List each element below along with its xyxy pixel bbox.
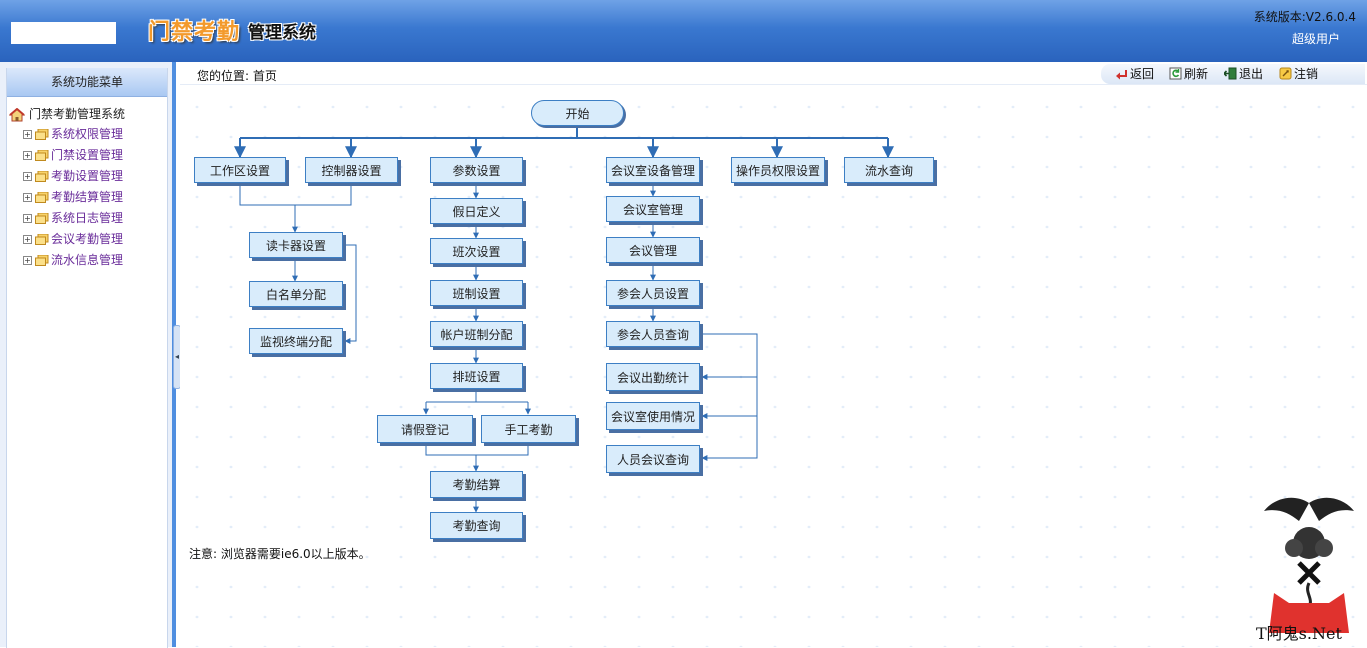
flow-node-room-device[interactable]: 会议室设备管理 <box>606 157 700 183</box>
back-arrow-icon <box>1116 70 1127 80</box>
flow-node-monitor[interactable]: 监视终端分配 <box>249 328 343 354</box>
watermark-text: T阿鬼s.Net <box>1256 624 1342 643</box>
exit-icon <box>1224 67 1237 80</box>
app-subtitle: 管理系统 <box>248 23 316 43</box>
folder-icon <box>35 234 49 245</box>
expand-icon[interactable]: + <box>23 151 32 160</box>
logout-label: 注销 <box>1294 67 1319 81</box>
flow-node-room-mgmt[interactable]: 会议室管理 <box>606 196 700 222</box>
menu-item-system-permission[interactable]: + 系统权限管理 <box>23 124 167 145</box>
breadcrumb: 您的位置: 首页 <box>197 69 277 83</box>
flow-node-params[interactable]: 参数设置 <box>430 157 523 183</box>
flow-node-workarea[interactable]: 工作区设置 <box>194 157 286 183</box>
home-icon <box>9 107 25 121</box>
menu-item-attendance-settings[interactable]: + 考勤设置管理 <box>23 166 167 187</box>
flow-node-leave[interactable]: 请假登记 <box>377 415 473 443</box>
flow-node-settle[interactable]: 考勤结算 <box>430 471 523 498</box>
logo <box>11 22 116 44</box>
flow-node-person-meeting[interactable]: 人员会议查询 <box>606 445 700 473</box>
flow-node-start: 开始 <box>531 100 624 126</box>
sidebar-panel: 系统功能菜单 门禁考勤管理系统 +系统权限管理 +门禁设置管理 +考勤设置管理 … <box>6 68 168 648</box>
flowchart-connectors <box>234 124 894 513</box>
logout-button[interactable]: 注销 <box>1279 66 1318 82</box>
expand-icon[interactable]: + <box>23 172 32 181</box>
app-header: 门禁考勤 管理系统 系统版本:V2.6.0.4 超级用户 <box>0 0 1367 62</box>
tree-root[interactable]: 门禁考勤管理系统 <box>9 104 167 124</box>
menu-item-label: 考勤设置管理 <box>51 169 124 183</box>
browser-note: 注意: 浏览器需要ie6.0以上版本。 <box>189 547 371 561</box>
menu-item-label: 系统日志管理 <box>51 211 124 225</box>
flow-node-query[interactable]: 考勤查询 <box>430 512 523 539</box>
menu-item-label: 系统权限管理 <box>51 127 124 141</box>
expand-icon[interactable]: + <box>23 130 32 139</box>
menu-item-meeting-attendance[interactable]: + 会议考勤管理 <box>23 229 167 250</box>
folder-icon <box>35 129 49 140</box>
flow-node-schedule[interactable]: 排班设置 <box>430 363 523 389</box>
expand-icon[interactable]: + <box>23 235 32 244</box>
flow-node-shift[interactable]: 班次设置 <box>430 238 523 264</box>
menu-item-label: 流水信息管理 <box>51 253 124 267</box>
folder-icon <box>35 213 49 224</box>
flow-node-attendee-query[interactable]: 参会人员查询 <box>606 321 700 347</box>
flow-node-flow-query[interactable]: 流水查询 <box>844 157 934 183</box>
breadcrumb-bar: 您的位置: 首页 返回 刷新 退出 注销 <box>180 62 1367 85</box>
expand-icon[interactable]: + <box>23 214 32 223</box>
flow-node-reader[interactable]: 读卡器设置 <box>249 232 343 258</box>
menu-item-flow-info[interactable]: + 流水信息管理 <box>23 250 167 271</box>
flow-node-manual[interactable]: 手工考勤 <box>481 415 576 443</box>
refresh-icon <box>1169 67 1182 80</box>
tree-root-label: 门禁考勤管理系统 <box>29 107 126 121</box>
logout-icon <box>1279 67 1292 80</box>
flow-node-room-usage[interactable]: 会议室使用情况 <box>606 402 700 430</box>
menu-item-system-log[interactable]: + 系统日志管理 <box>23 208 167 229</box>
menu-title: 系统功能菜单 <box>7 68 167 97</box>
toolbar: 返回 刷新 退出 注销 <box>1101 64 1365 84</box>
expand-icon[interactable]: + <box>23 256 32 265</box>
sidebar: 系统功能菜单 门禁考勤管理系统 +系统权限管理 +门禁设置管理 +考勤设置管理 … <box>0 62 176 648</box>
flow-node-holiday[interactable]: 假日定义 <box>430 198 523 224</box>
menu-item-label: 会议考勤管理 <box>51 232 124 246</box>
main-content: 您的位置: 首页 返回 刷新 退出 注销 <box>180 62 1367 647</box>
version-label: 系统版本:V2.6.0.4 <box>1253 10 1356 24</box>
app-title: 门禁考勤 <box>148 20 241 45</box>
menu-item-access-settings[interactable]: + 门禁设置管理 <box>23 145 167 166</box>
menu-item-attendance-settlement[interactable]: + 考勤结算管理 <box>23 187 167 208</box>
menu-item-label: 门禁设置管理 <box>51 148 124 162</box>
folder-icon <box>35 171 49 182</box>
back-label: 返回 <box>1130 67 1155 81</box>
watermark-logo: T阿鬼s.Net <box>1256 497 1354 643</box>
folder-icon <box>35 255 49 266</box>
exit-button[interactable]: 退出 <box>1224 66 1263 82</box>
back-button[interactable]: 返回 <box>1115 66 1154 82</box>
flow-node-operator-perm[interactable]: 操作员权限设置 <box>731 157 825 183</box>
refresh-button[interactable]: 刷新 <box>1169 66 1208 82</box>
flow-node-attendee-setup[interactable]: 参会人员设置 <box>606 280 700 306</box>
flow-node-controller[interactable]: 控制器设置 <box>305 157 398 183</box>
folder-icon <box>35 192 49 203</box>
flow-node-meeting-stats[interactable]: 会议出勤统计 <box>606 363 700 391</box>
refresh-label: 刷新 <box>1184 67 1209 81</box>
flow-node-shift-system[interactable]: 班制设置 <box>430 280 523 306</box>
flow-node-account-shift[interactable]: 帐户班制分配 <box>430 321 523 347</box>
current-user: 超级用户 <box>1291 32 1340 46</box>
folder-icon <box>35 150 49 161</box>
flow-node-whitelist[interactable]: 白名单分配 <box>249 281 343 307</box>
expand-icon[interactable]: + <box>23 193 32 202</box>
menu-item-label: 考勤结算管理 <box>51 190 124 204</box>
flow-node-meeting-mgmt[interactable]: 会议管理 <box>606 237 700 263</box>
exit-label: 退出 <box>1239 67 1264 81</box>
